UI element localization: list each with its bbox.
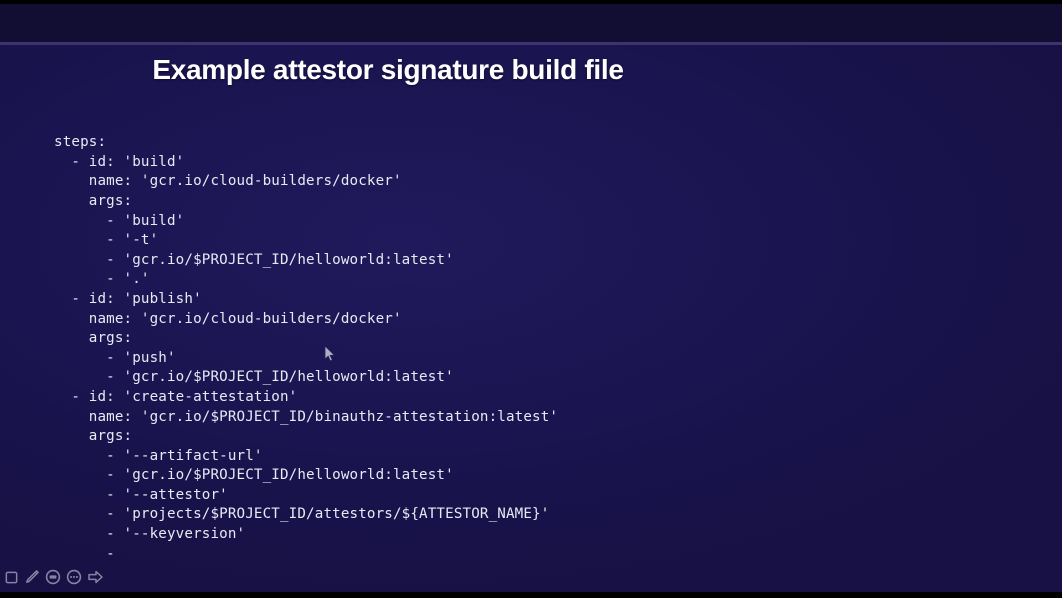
code-line: - '--artifact-url' [54, 447, 263, 464]
pointer-icon [5, 571, 17, 583]
header-divider [0, 42, 1062, 45]
presenter-toolbar[interactable] [0, 566, 105, 588]
next-slide-button[interactable] [85, 567, 105, 587]
code-line: - '-t' [54, 232, 159, 249]
code-line: - [54, 545, 124, 562]
code-line: - 'push' [54, 349, 176, 366]
code-block: steps: - id: 'build' name: 'gcr.io/cloud… [54, 94, 1054, 598]
top-letterbox [0, 0, 1062, 4]
code-line: name: 'gcr.io/cloud-builders/docker' [54, 310, 402, 327]
code-line: args: [54, 428, 133, 445]
bottom-letterbox [0, 592, 1062, 598]
code-line: - '--attestor' [54, 486, 228, 503]
slide-title: Example attestor signature build file [152, 54, 624, 85]
laser-tool-button[interactable] [43, 567, 63, 587]
more-options-icon [66, 569, 82, 585]
code-line: name: 'gcr.io/cloud-builders/docker' [54, 173, 402, 190]
code-line: - id: 'create-attestation' [54, 388, 298, 405]
code-line: - 'gcr.io/$PROJECT_ID/helloworld:latest' [54, 251, 454, 268]
code-line: steps: [54, 134, 107, 151]
code-line: - '--keyversion' [54, 526, 246, 543]
code-line: - id: 'publish' [54, 290, 202, 307]
code-line: args: [54, 192, 133, 209]
code-line: - 'build' [54, 212, 185, 229]
code-line: name: 'gcr.io/$PROJECT_ID/binauthz-attes… [54, 408, 559, 425]
code-line: - id: 'build' [54, 153, 185, 170]
pointer-tool-button[interactable] [1, 567, 21, 587]
code-line: - 'projects/$PROJECT_ID/attestors/${ATTE… [54, 506, 550, 523]
pen-tool-button[interactable] [22, 567, 42, 587]
laser-pointer-icon [45, 569, 61, 585]
code-line: args: [54, 330, 133, 347]
pen-icon [26, 570, 39, 583]
slide-header-band [0, 0, 1062, 42]
code-line: - 'gcr.io/$PROJECT_ID/helloworld:latest' [54, 467, 454, 484]
code-line: - 'gcr.io/$PROJECT_ID/helloworld:latest' [54, 369, 454, 386]
code-line: - '.' [54, 271, 150, 288]
code-lines-container: steps: - id: 'build' name: 'gcr.io/cloud… [54, 133, 1054, 564]
next-slide-arrow-icon [87, 570, 103, 584]
more-options-button[interactable] [64, 567, 84, 587]
